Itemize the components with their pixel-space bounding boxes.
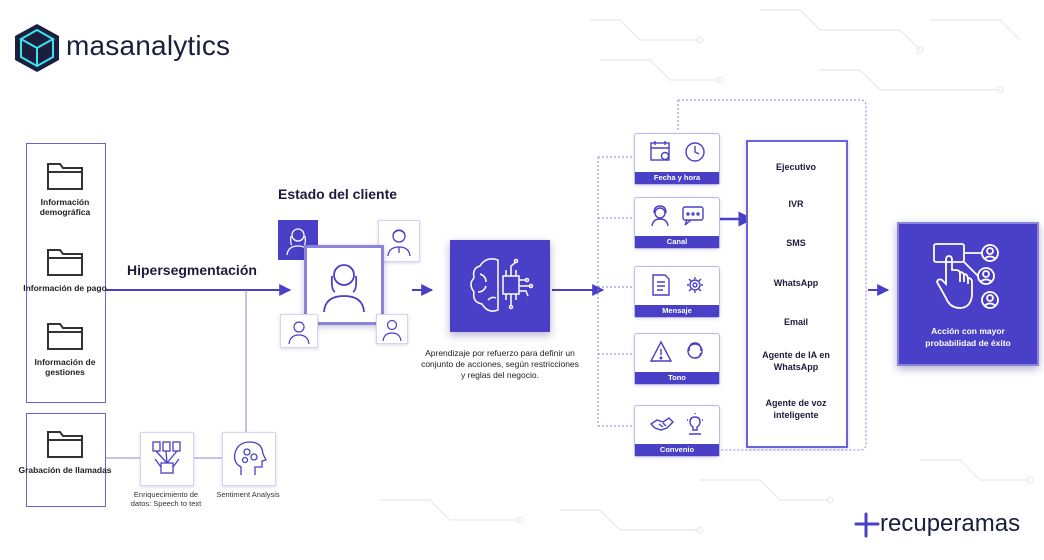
- calendar-clock-icon: [650, 141, 705, 162]
- enrichment-label: Enriquecimiento de datos: Speech to text: [130, 490, 202, 508]
- hypersegmentation-label: Hipersegmentación: [127, 262, 257, 278]
- action-email: Email: [783, 317, 808, 327]
- woman-avatar-icon: [323, 264, 365, 313]
- recuperamas-logo: [854, 512, 880, 543]
- channel-label: Canal: [635, 236, 719, 248]
- channel-card-tone: Tono: [634, 333, 720, 385]
- source-management: Información de gestiones: [15, 318, 115, 377]
- source-label: Información de gestiones: [34, 357, 96, 377]
- sentiment-label: Sentiment Analysis: [216, 490, 280, 499]
- source-label: Información demográfica: [39, 197, 91, 217]
- action-executive: Ejecutivo: [775, 162, 816, 172]
- masanalytics-wordmark: masanalytics: [66, 30, 231, 61]
- decor-circuit: [380, 9, 1034, 534]
- channel-label: Mensaje: [635, 305, 719, 317]
- document-gear-icon: [652, 274, 703, 296]
- handshake-idea-icon: [649, 413, 703, 435]
- actions-panel: [746, 140, 848, 448]
- client-photo-small-1: [280, 314, 318, 348]
- sentiment-node: [222, 432, 276, 486]
- action-voice-agent: Agente de voz inteligente: [765, 398, 827, 420]
- folder-icon: [47, 163, 83, 190]
- enrichment-node: [140, 432, 194, 486]
- man-avatar-icon: [288, 321, 310, 345]
- channel-card-agreement: Convenio: [634, 405, 720, 457]
- channel-card-datetime: Fecha y hora: [634, 133, 720, 185]
- agent-chat-icon: [651, 205, 704, 227]
- source-demographic: Información demográfica: [15, 158, 115, 217]
- folder-icon: [47, 249, 83, 276]
- client-photo-main: [304, 245, 384, 325]
- recuperamas-wordmark: recuperamas: [880, 510, 1021, 537]
- folder-icon: [47, 323, 83, 350]
- hand-select-icon: [933, 243, 999, 309]
- man-avatar-icon: [387, 229, 411, 257]
- client-photo-small-2: [376, 314, 408, 344]
- action-whatsapp: WhatsApp: [773, 278, 819, 288]
- source-recordings: Grabación de llamadas: [15, 426, 115, 475]
- channel-label: Tono: [635, 372, 719, 384]
- data-network-icon: [152, 441, 181, 474]
- cube-logo-icon: [15, 24, 59, 72]
- result-node: Acción con mayor probabilidad de éxito: [897, 222, 1039, 366]
- source-payment: Información de pago: [15, 244, 115, 293]
- folder-icon: [47, 431, 83, 458]
- channel-label: Fecha y hora: [635, 172, 719, 184]
- ai-caption: Aprendizaje por refuerzo para definir un…: [421, 348, 579, 380]
- masanalytics-logo: [12, 22, 62, 79]
- action-ai-whatsapp: Agente de IA en WhatsApp: [762, 350, 830, 372]
- sources-box: [26, 143, 106, 403]
- recording-box: [26, 413, 106, 507]
- action-ivr: IVR: [788, 199, 804, 209]
- man-avatar-icon: [382, 319, 402, 342]
- channel-card-message: Mensaje: [634, 266, 720, 318]
- channel-label: Convenio: [635, 444, 719, 456]
- plus-logo-icon: [854, 512, 880, 538]
- source-label: Información de pago: [23, 283, 107, 293]
- brain-chip-icon: [470, 258, 534, 312]
- channel-card-channel: Canal: [634, 197, 720, 249]
- warning-agent-icon: [649, 340, 703, 362]
- sentiment-head-icon: [233, 441, 267, 475]
- ai-engine-node: [450, 240, 550, 332]
- result-label: Acción con mayor probabilidad de éxito: [925, 326, 1011, 348]
- client-state-label: Estado del cliente: [278, 186, 398, 202]
- client-photo-man: [378, 220, 420, 262]
- source-label: Grabación de llamadas: [18, 465, 112, 475]
- action-sms: SMS: [786, 238, 806, 248]
